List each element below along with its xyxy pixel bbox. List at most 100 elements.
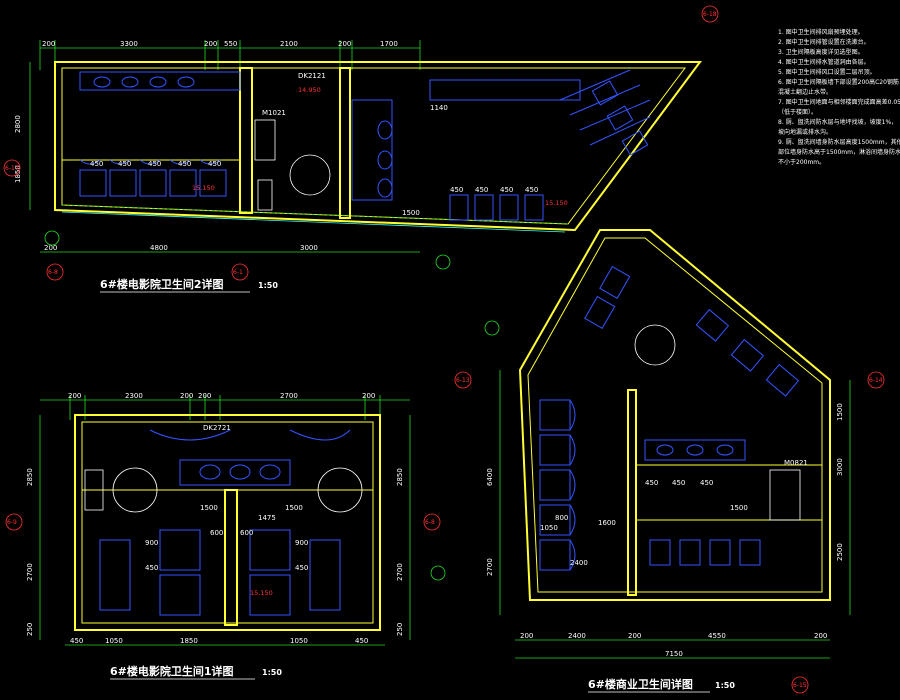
d3-dim-bottom-2: 2400 [568,632,586,640]
level-15150-b: 15.150 [545,199,568,207]
axis-bubble-group-1: 6-17 6-18 6-8 6-1 [3,5,719,281]
dim-inner-4: 450 [178,160,191,168]
note-line-5: 5. 图中卫生间排风口设置二层吊顶。 [778,68,876,76]
d2-dim-bottom-4: 1050 [290,637,308,645]
d2-dim-inner-7: 900 [295,539,308,547]
d3-dim-left-1: 6400 [486,468,494,486]
axis-mark-2: 6-18 [703,11,717,18]
drawing-3-scale: 1:50 [715,681,735,690]
d3-dim-inner-5: 450 [645,479,658,487]
general-notes: 1. 图中卫生间排风扇预埋处理。 2. 图中卫生间排管设置在洗漱台。 3. 卫生… [778,28,900,166]
d2-dim-top-2: 2300 [125,392,143,400]
note-line-14: 不小于200mm。 [778,158,825,166]
dim-inner-7: 450 [450,186,463,194]
dim-inner-2: 450 [118,160,131,168]
d2-dim-inner-5: 600 [240,529,253,537]
dim-bottom-1: 200 [44,244,57,252]
d2-dim-inner-9: 450 [295,564,308,572]
drawing-cinema-restroom-2: 200 3300 200 550 2100 200 1700 [3,5,719,293]
d2-dim-top-3: 200 [180,392,193,400]
d2-dim-inner-2: 1475 [258,514,276,522]
d2-dim-right-2: 2700 [396,563,404,581]
d2-dim-inner-6: 900 [145,539,158,547]
note-line-13: 部位墙身防水高于1500mm，淋浴间墙身防水高度 [778,148,900,156]
d2-dim-inner-8: 450 [145,564,158,572]
d3-dim-left-2: 2700 [486,558,494,576]
level-15150-a: 15.150 [192,184,215,192]
d2-dim-top-1: 200 [68,392,81,400]
d2-dim-bottom-1: 450 [70,637,83,645]
d2-axis-mark-1: 6-9 [7,519,17,526]
note-line-11: 坡向地漏或排水沟。 [778,128,832,136]
dim-inner-3: 450 [148,160,161,168]
note-line-8: 7. 图中卫生间地面与相邻楼面完成面高差0.050m [778,98,900,106]
dim-top-6: 200 [338,40,351,48]
dim-inner-11: 1140 [430,104,448,112]
axis-mark-4: 6-1 [233,269,243,276]
d3-door-tag: M0821 [784,459,808,467]
note-line-12: 9. 厕、盥洗间墙身防水层高度1500mm，其他 [778,138,900,146]
d3-dim-inner-4: 800 [555,514,568,522]
dim-inner-5: 450 [208,160,221,168]
drawing-cinema-restroom-1: 200 2300 200 200 2700 200 [5,392,441,680]
d2-dim-bottom-2: 1050 [105,637,123,645]
d2-dim-right-3: 250 [396,623,404,636]
dim-inner-1: 450 [90,160,103,168]
d2-dim-top-5: 2700 [280,392,298,400]
d3-dim-right-3: 2500 [836,543,844,561]
drawing-1-title: 6#楼电影院卫生间2详图 [100,277,224,291]
level-14950: 14.950 [298,86,321,94]
door-tag-m1021: M1021 [262,109,286,117]
d3-dim-total: 7150 [665,650,683,658]
d2-level: 15.150 [250,589,273,597]
dim-top-2: 3300 [120,40,138,48]
d3-dim-right-2: 3000 [836,458,844,476]
d3-dim-inner-7: 450 [700,479,713,487]
d2-dim-bottom-3: 1850 [180,637,198,645]
d2-dim-left-1: 2850 [26,468,34,486]
note-line-1: 1. 图中卫生间排风扇预埋处理。 [778,28,864,36]
note-line-2: 2. 图中卫生间排管设置在洗漱台。 [778,38,870,46]
d3-axis-mark-2: 6-14 [869,377,883,384]
d3-dim-inner-2: 1600 [598,519,616,527]
axis-mark-1: 6-17 [5,165,19,172]
d3-dim-bottom-1: 200 [520,632,533,640]
drawing-2-title: 6#楼电影院卫生间1详图 [110,664,234,678]
dim-top-5: 2100 [280,40,298,48]
d2-dim-bottom-5: 450 [355,637,368,645]
drawing-commercial-restroom: M0821 1050 1600 2400 800 450 450 450 150… [430,229,885,694]
d2-dim-top-6: 200 [362,392,375,400]
drawing-1-scale: 1:50 [258,281,278,290]
dim-left-1: 2800 [14,115,22,133]
dim-inner-9: 450 [500,186,513,194]
note-line-4: 4. 图中卫生间排水管道洞由各层。 [778,58,870,66]
d3-dim-bottom-4: 4550 [708,632,726,640]
dim-inner-8: 450 [475,186,488,194]
d2-dim-inner-4: 600 [210,529,223,537]
dim-top-1: 200 [42,40,55,48]
d2-dim-inner-3: 1500 [285,504,303,512]
dim-top-4: 550 [224,40,237,48]
d3-dim-inner-6: 450 [672,479,685,487]
d2-dim-left-2: 2700 [26,563,34,581]
d2-door-tag: DK2721 [203,424,231,432]
dim-left-2: 1850 [14,165,22,183]
dim-top-7: 1700 [380,40,398,48]
d3-dim-right-1: 1500 [836,403,844,421]
note-line-10: 8. 厕、盥洗间防水层与地坪找坡，坡度1%， [778,118,897,126]
axis-mark-3: 6-8 [48,269,58,276]
dim-inner-10: 450 [525,186,538,194]
d2-dim-left-3: 250 [26,623,34,636]
d2-axis-mark-2: 6-8 [425,519,435,526]
note-line-9: （低于楼面）。 [778,108,817,116]
d3-axis-mark-1: 6-13 [456,377,470,384]
d3-dim-inner-1: 1050 [540,524,558,532]
note-line-7: 混凝土翻边止水带。 [778,88,832,96]
d3-dim-bottom-3: 200 [628,632,641,640]
d2-dim-right-1: 2850 [396,468,404,486]
d3-dim-bottom-5: 200 [814,632,827,640]
d3-dim-inner-3: 2400 [570,559,588,567]
drawing-2-scale: 1:50 [262,668,282,677]
d3-dim-inner-8: 1500 [730,504,748,512]
